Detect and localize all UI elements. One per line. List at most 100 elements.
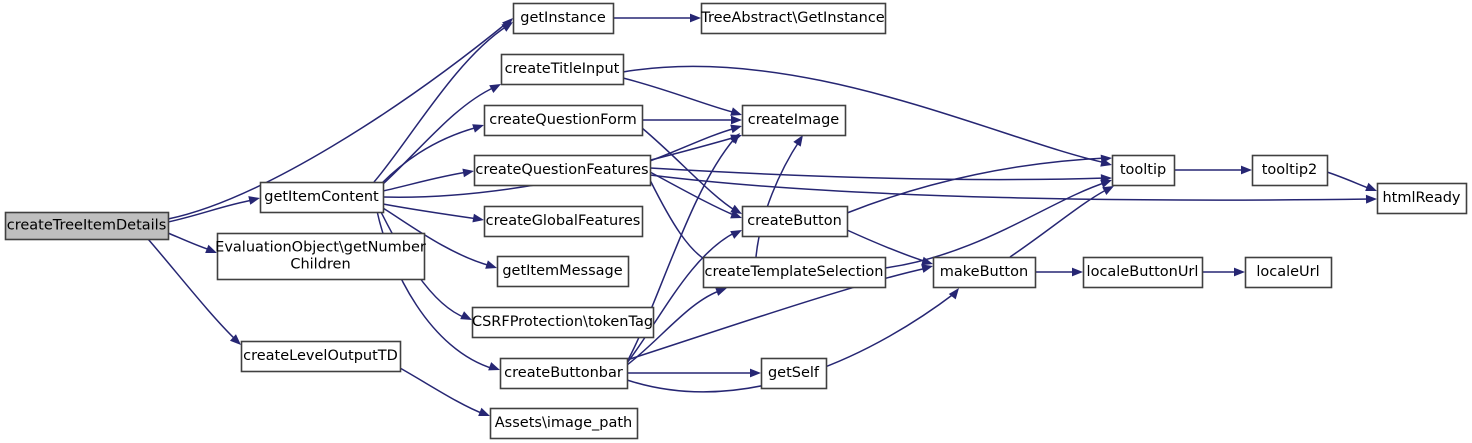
arrowhead-icon: [489, 84, 501, 94]
node-label: htmlReady: [1382, 190, 1460, 206]
node-label: createGlobalFeatures: [486, 213, 641, 229]
node-box[interactable]: [760, 357, 828, 390]
node-getItemMessage[interactable]: getItemMessage: [496, 255, 630, 288]
arrowhead-icon: [472, 213, 484, 223]
node-label: Assets\image_path: [495, 415, 632, 431]
node-box[interactable]: [240, 340, 402, 373]
node-createButton[interactable]: createButton: [741, 205, 849, 238]
node-box[interactable]: [500, 53, 625, 86]
node-box[interactable]: [216, 232, 426, 281]
node-label: tooltip2: [1262, 162, 1318, 178]
node-box[interactable]: [1244, 256, 1333, 289]
node-box[interactable]: [483, 104, 644, 137]
arrowhead-icon: [730, 230, 742, 239]
node-box[interactable]: [4, 211, 170, 241]
arrowhead-icon: [690, 13, 701, 23]
edge-createLevelOutputTD-to-assetsImagePath: [399, 367, 490, 416]
node-box[interactable]: [1111, 154, 1176, 187]
node-box[interactable]: [489, 407, 639, 440]
edge-getItemContent-to-createGlobalFeatures: [382, 203, 484, 223]
node-box[interactable]: [932, 256, 1037, 289]
node-createQuestionForm[interactable]: createQuestionForm: [483, 104, 644, 137]
arrowhead-icon: [921, 264, 933, 273]
edge-getItemContent-to-getItemMessage: [382, 207, 497, 269]
node-getItemContent[interactable]: getItemContent: [259, 181, 385, 214]
edge-getItemContent-to-createQuestionForm: [380, 124, 484, 185]
node-label: getItemMessage: [502, 263, 622, 279]
node-box[interactable]: [702, 256, 887, 289]
node-createTitleInput[interactable]: createTitleInput: [500, 53, 625, 86]
node-label: TreeAbstract\GetInstance: [700, 10, 885, 26]
arrowhead-icon: [730, 107, 742, 116]
node-localeUrl[interactable]: localeUrl: [1244, 256, 1333, 289]
node-createTemplateSelection[interactable]: createTemplateSelection: [702, 256, 887, 289]
edge-createTreeItemDetails-to-createLevelOutputTD: [147, 238, 241, 345]
arrowhead-icon: [730, 124, 742, 134]
arrowhead-icon: [485, 260, 497, 269]
edge-tooltip2-to-htmlReady: [1326, 171, 1377, 191]
node-box[interactable]: [1251, 154, 1329, 187]
arrowhead-icon: [462, 168, 474, 178]
node-getInstance[interactable]: getInstance: [512, 2, 615, 35]
arrowhead-icon: [460, 311, 472, 320]
node-makeButton[interactable]: makeButton: [932, 256, 1037, 289]
node-assetsImagePath[interactable]: Assets\image_path: [489, 407, 639, 440]
edge-makeButton-to-localeButtonUrl: [1035, 267, 1083, 277]
node-htmlReady[interactable]: htmlReady: [1376, 182, 1468, 215]
node-createTreeItemDetails[interactable]: createTreeItemDetails: [4, 211, 170, 241]
node-box[interactable]: [512, 2, 615, 35]
node-label: createTemplateSelection: [704, 264, 883, 280]
node-box[interactable]: [741, 104, 847, 137]
edge-createQuestionForm-to-createImage: [642, 115, 742, 125]
node-getSelf[interactable]: getSelf: [760, 357, 828, 390]
arrowhead-icon: [205, 244, 217, 253]
node-box[interactable]: [499, 357, 629, 390]
node-box[interactable]: [473, 154, 652, 187]
arrowhead-icon: [1102, 186, 1114, 196]
node-localeButtonUrl[interactable]: localeButtonUrl: [1082, 256, 1204, 289]
node-label: getSelf: [768, 365, 820, 381]
node-label: getItemContent: [264, 189, 379, 205]
node-label: createQuestionFeatures: [475, 162, 648, 178]
node-label: localeButtonUrl: [1087, 264, 1199, 280]
node-treeAbstractGetInstance[interactable]: TreeAbstract\GetInstance: [700, 2, 887, 35]
edge-createQuestionFeatures-to-createTemplateSelection: [649, 179, 718, 266]
node-label: CSRFProtection\tokenTag: [472, 314, 653, 330]
arrowhead-icon: [1241, 165, 1252, 175]
node-label: createLevelOutputTD: [243, 348, 398, 364]
node-createButtonbar[interactable]: createButtonbar: [499, 357, 629, 390]
arrowhead-icon: [478, 407, 490, 416]
node-createQuestionFeatures[interactable]: createQuestionFeatures: [473, 154, 652, 187]
node-tooltip[interactable]: tooltip: [1111, 154, 1176, 187]
node-box[interactable]: [1376, 182, 1468, 215]
node-csrfProtectionTokenTag[interactable]: CSRFProtection\tokenTag: [471, 306, 655, 339]
node-label: getInstance: [520, 10, 606, 26]
edge-getInstance-to-treeAbstractGetInstance: [613, 13, 701, 23]
node-box[interactable]: [471, 306, 655, 339]
node-createGlobalFeatures[interactable]: createGlobalFeatures: [483, 205, 644, 238]
node-label: createQuestionForm: [489, 112, 636, 128]
node-box[interactable]: [1082, 256, 1204, 289]
node-label: createTitleInput: [505, 61, 620, 77]
arrowhead-icon: [1365, 194, 1377, 204]
node-box[interactable]: [741, 205, 849, 238]
edge-createTemplateSelection-to-tooltip: [884, 179, 1112, 269]
edge-createQuestionFeatures-to-htmlReady: [649, 174, 1377, 204]
node-createImage[interactable]: createImage: [741, 104, 847, 137]
node-box[interactable]: [259, 181, 385, 214]
node-box[interactable]: [483, 205, 644, 238]
edge-getItemContent-to-createTitleInput: [382, 84, 501, 185]
edge-createTitleInput-to-tooltip: [622, 65, 1112, 167]
edge-localeButtonUrl-to-localeUrl: [1202, 267, 1245, 277]
node-createLevelOutputTD[interactable]: createLevelOutputTD: [240, 340, 402, 373]
arrowhead-icon: [715, 287, 727, 296]
arrowhead-icon: [793, 135, 803, 147]
node-box[interactable]: [700, 2, 887, 35]
edge-createButton-to-tooltip: [846, 154, 1112, 214]
node-box[interactable]: [496, 255, 630, 288]
node-tooltip2[interactable]: tooltip2: [1251, 154, 1329, 187]
node-label: makeButton: [940, 264, 1028, 280]
edge-getItemContent-to-getInstance: [373, 22, 513, 183]
